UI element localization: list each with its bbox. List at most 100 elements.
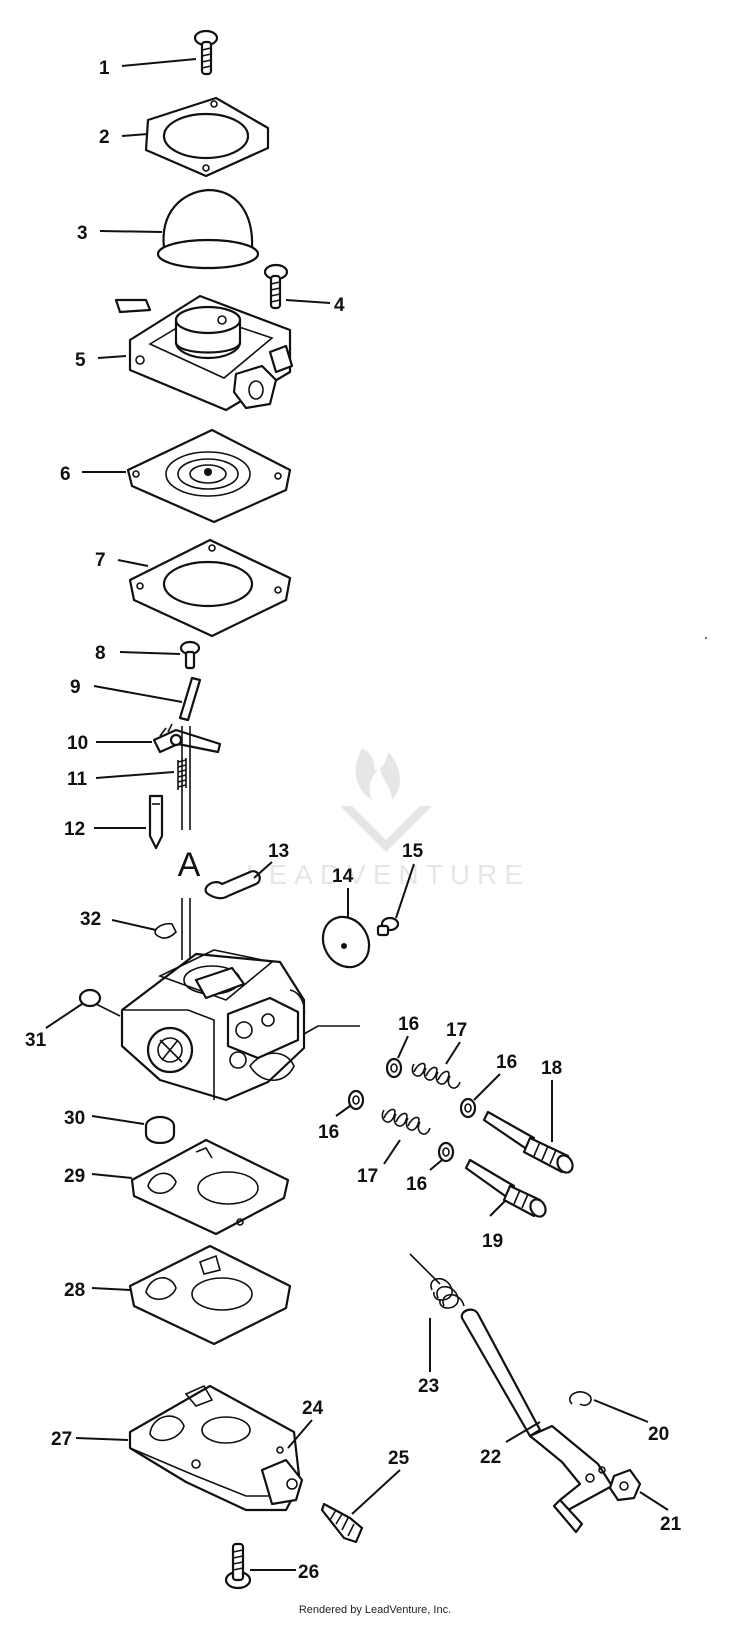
- leader-11: [95, 771, 175, 779]
- part-25-screw: [320, 1502, 364, 1544]
- part-6-pump-diaphragm: [126, 428, 292, 524]
- leader-9: [93, 685, 183, 703]
- callout-3: 3: [77, 223, 88, 244]
- part-21-swivel-nut: [608, 1468, 642, 1502]
- leader-16d: [429, 1159, 443, 1171]
- part-17-spring-lower: [381, 1108, 431, 1135]
- footer-credit: Rendered by LeadVenture, Inc.: [298, 1604, 452, 1616]
- leader-3: [99, 230, 163, 233]
- part-26-screw: [224, 1542, 252, 1590]
- callout-11: 11: [67, 769, 88, 790]
- part-15-screw: [376, 916, 400, 937]
- callout-23: 23: [418, 1376, 439, 1397]
- part-16-washer-lower-right: [437, 1141, 455, 1163]
- part-3-primer-bulb: [156, 188, 260, 270]
- callout-17a: 17: [446, 1020, 467, 1041]
- carburetor-body: [120, 949, 360, 1102]
- leader-24: [287, 1419, 313, 1449]
- leader-16b: [335, 1105, 351, 1117]
- leader-17b: [383, 1139, 401, 1165]
- callout-27: 27: [51, 1429, 72, 1450]
- leader-4: [285, 299, 331, 304]
- part-9-lever-pin: [178, 676, 202, 722]
- leader-22: [505, 1421, 541, 1443]
- callout-15: 15: [402, 841, 424, 862]
- callout-32: 32: [80, 909, 101, 930]
- stray-dot: [705, 637, 707, 639]
- callout-29: 29: [64, 1166, 85, 1187]
- leader-17a: [445, 1041, 461, 1065]
- leader-25: [351, 1469, 401, 1515]
- part-4-screw: [263, 263, 289, 310]
- part-16-washer-upper-right: [459, 1097, 477, 1119]
- callout-31: 31: [25, 1030, 47, 1051]
- callout-17b: 17: [357, 1166, 378, 1187]
- part-28-metering-diaphragm: [128, 1244, 292, 1346]
- leader-20: [593, 1399, 649, 1423]
- part-12-inlet-needle: [148, 794, 164, 850]
- callout-21: 21: [660, 1514, 682, 1535]
- leader-15: [395, 863, 415, 919]
- leader-7: [117, 559, 149, 567]
- callout-25: 25: [388, 1448, 410, 1469]
- part-5-primer-body: [114, 294, 294, 412]
- callout-16b: 16: [318, 1122, 339, 1143]
- callout-16c: 16: [496, 1052, 517, 1073]
- callout-4: 4: [334, 295, 345, 316]
- part-30-welch-plug: [144, 1115, 176, 1145]
- leader-16c: [473, 1073, 501, 1101]
- part-14-shutter-plate: [321, 915, 371, 969]
- part-2-cover-gasket: [144, 96, 270, 178]
- part-29-gasket: [130, 1138, 290, 1236]
- part-17-spring-upper: [411, 1062, 461, 1089]
- callout-13: 13: [268, 841, 289, 862]
- callout-16a: 16: [398, 1014, 419, 1035]
- part-19-adjusting-needle-l: [464, 1158, 547, 1218]
- leader-19: [489, 1199, 507, 1217]
- leader-28: [91, 1287, 131, 1291]
- callout-16d: 16: [406, 1174, 427, 1195]
- part-32-clip: [154, 922, 177, 939]
- callout-19: 19: [482, 1231, 503, 1252]
- callout-10: 10: [67, 733, 88, 754]
- part-7-gasket: [128, 538, 292, 638]
- callout-24: 24: [302, 1398, 324, 1419]
- callout-5: 5: [75, 350, 86, 371]
- callout-9: 9: [70, 677, 81, 698]
- assembly-guide-line: [181, 726, 191, 830]
- part-13-pin: [204, 870, 261, 900]
- part-27-metering-cover: [128, 1384, 304, 1512]
- leader-16a: [397, 1035, 409, 1059]
- leader-8: [119, 651, 181, 655]
- part-23-throttle-spring: [409, 1253, 465, 1309]
- leader-31: [45, 1003, 83, 1029]
- part-18-adjusting-needle-h: [482, 1110, 574, 1174]
- callout-26: 26: [298, 1562, 319, 1583]
- leader-5: [97, 355, 127, 359]
- callout-12: 12: [64, 819, 85, 840]
- callout-14: 14: [332, 866, 354, 887]
- callout-1: 1: [99, 58, 110, 79]
- leader-1: [121, 58, 197, 67]
- callout-28: 28: [64, 1280, 85, 1301]
- callout-2: 2: [99, 127, 110, 148]
- callout-6: 6: [60, 464, 71, 485]
- leader-30: [91, 1115, 145, 1125]
- callout-30: 30: [64, 1108, 85, 1129]
- callout-20: 20: [648, 1424, 669, 1445]
- part-1-screw: [193, 29, 219, 76]
- part-10-metering-lever: [152, 723, 222, 754]
- leader-29: [91, 1173, 133, 1179]
- callout-22: 22: [480, 1447, 501, 1468]
- assembly-guide-line-lower: [181, 898, 191, 960]
- part-16-washer-lower-left: [347, 1089, 365, 1111]
- part-16-washer-upper-left: [385, 1057, 403, 1079]
- leader-2: [121, 133, 149, 137]
- part-22-throttle-shaft: [460, 1308, 614, 1534]
- leadventure-watermark: LEADVENTURE: [246, 748, 530, 890]
- watermark-text: LEADVENTURE: [246, 859, 530, 890]
- part-31-fuel-fitting: [78, 988, 121, 1017]
- leader-32: [111, 919, 157, 931]
